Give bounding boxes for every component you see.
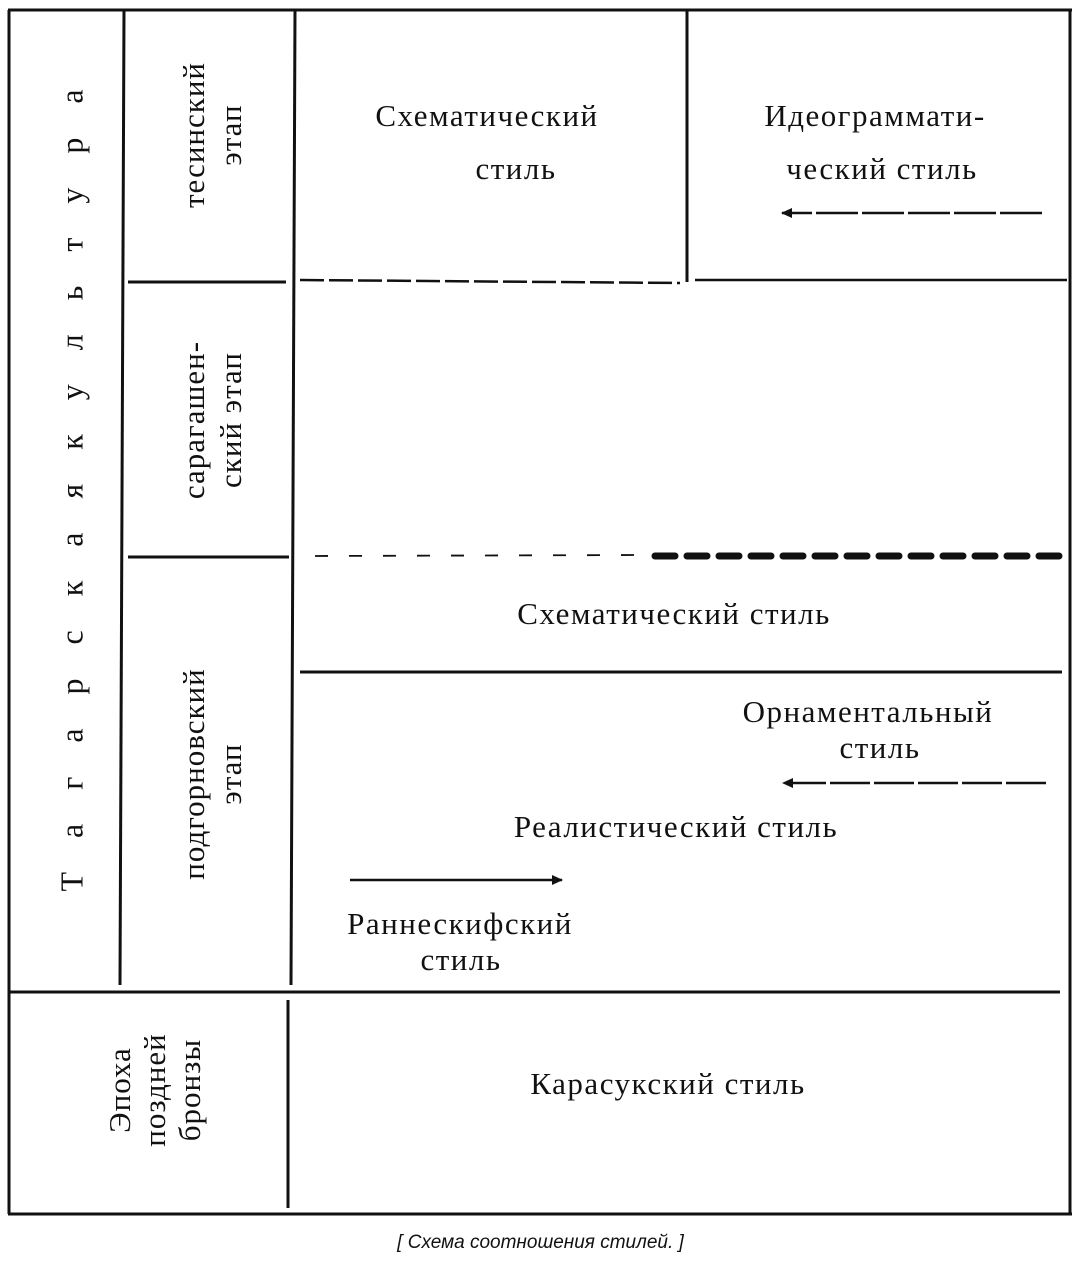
early-scythian-style-line2: стиль — [420, 942, 501, 977]
schematic-style-mid: Схематический стиль — [517, 596, 831, 631]
ideogrammatic-style-line2: ческий стиль — [786, 151, 977, 186]
column-dividers — [118, 9, 689, 1208]
stage-saragashensky: сарагашен- ский этап — [176, 341, 248, 499]
row-dividers — [10, 278, 1067, 994]
stage-tesinsky-line1: тесинский — [176, 62, 211, 208]
style-scheme-diagram: Т а г а р с к а я к у л ь т у р а тесинс… — [7, 8, 1072, 1216]
stage-saragashensky-line1: сарагашен- — [176, 341, 211, 499]
schematic-style-top-line2: стиль — [475, 151, 556, 186]
ideogrammatic-style-line1: Идеограммати- — [764, 98, 985, 133]
stage-tesinsky-line2: этап — [213, 104, 248, 165]
ornamental-style-line1: Орнаментальный — [743, 694, 994, 729]
figure-caption: [ Схема соотношения стилей. ] — [397, 1232, 684, 1253]
stage-podgornovsky-line1: подгорновский — [176, 668, 211, 879]
tagar-culture-label: Т а г а р с к а я к у л ь т у р а — [53, 76, 89, 891]
saragashensky-boundary-faint — [314, 554, 641, 557]
stage-tesinsky: тесинский этап — [176, 62, 248, 208]
stage-podgornovsky: подгорновский этап — [176, 668, 248, 879]
outer-frame — [7, 8, 1072, 1216]
ornamental-style-line2: стиль — [839, 730, 920, 765]
stage-late-bronze: Эпоха поздней бронзы — [102, 1033, 207, 1147]
stage-saragashensky-line2: ский этап — [213, 352, 248, 488]
early-scythian-style-line1: Раннескифский — [347, 906, 573, 941]
tesinsky-boundary-dashed — [299, 278, 681, 285]
realistic-style: Реалистический стиль — [514, 809, 838, 844]
stage-late-bronze-line3: бронзы — [172, 1039, 207, 1141]
schematic-style-top-line1: Схематический — [375, 98, 598, 133]
stage-late-bronze-line1: Эпоха — [102, 1047, 137, 1133]
karasuk-style: Карасукский стиль — [530, 1066, 805, 1101]
stage-late-bronze-line2: поздней — [137, 1033, 172, 1147]
stage-podgornovsky-line2: этап — [213, 743, 248, 804]
